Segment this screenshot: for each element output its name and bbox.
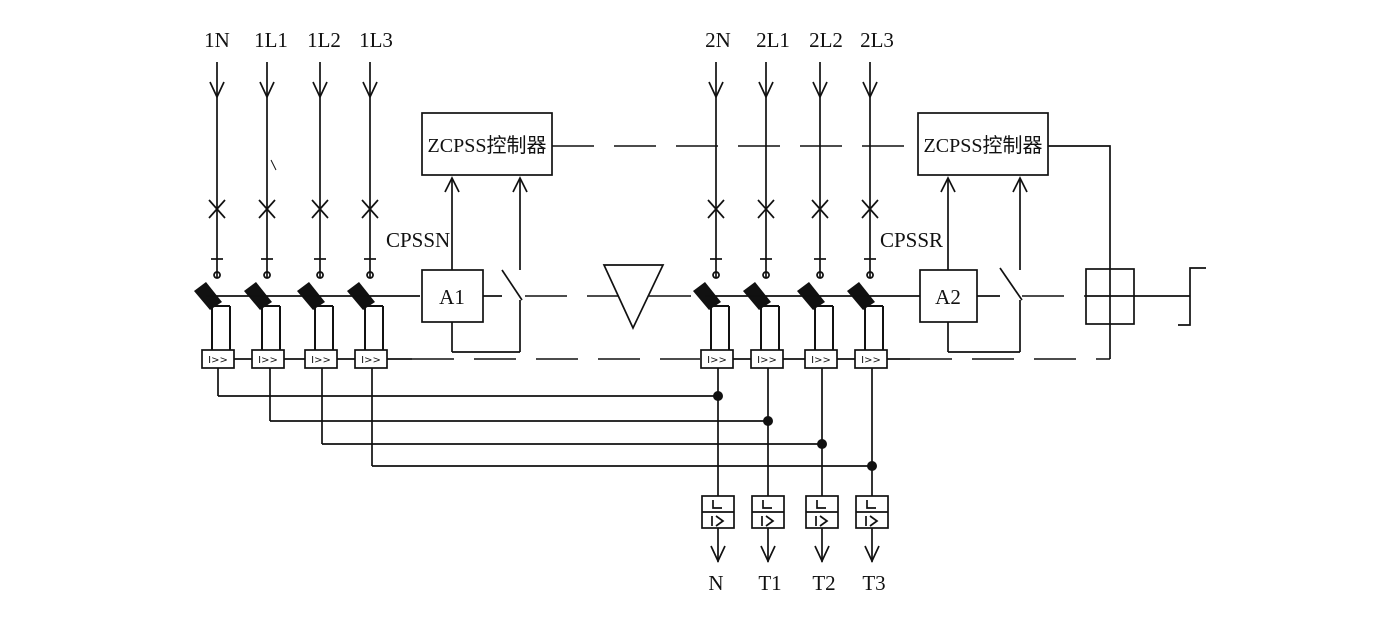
label-1n: 1N (204, 28, 230, 52)
label-2n: 2N (705, 28, 731, 52)
relay-symbol-3: I>> (311, 355, 331, 366)
relay-symbol-7: I>> (811, 355, 831, 366)
label-out-n: N (708, 571, 723, 595)
controller-2-return (1048, 145, 1111, 359)
controller-1-box (421, 112, 553, 176)
relays-group-1 (201, 349, 412, 369)
signal-label-cpssn: CPSSN (386, 228, 450, 252)
relay-symbol-1: I>> (208, 355, 228, 366)
label-out-t2: T2 (812, 571, 835, 595)
relays-group-2 (700, 349, 910, 369)
terminal-bracket (1178, 267, 1206, 326)
relay-symbol-5: I>> (707, 355, 727, 366)
label-2l1: 2L1 (756, 28, 790, 52)
relay-symbol-6: I>> (757, 355, 777, 366)
relay-symbol-4: I>> (361, 355, 381, 366)
feeders-group-1 (208, 62, 379, 279)
breakers-group-1 (194, 282, 420, 350)
label-1l3: 1L3 (359, 28, 393, 52)
bus-lines (217, 368, 877, 496)
label-out-t1: T1 (758, 571, 781, 595)
output-relays (701, 495, 889, 564)
actuator-a2-box (919, 269, 978, 323)
label-out-t3: T3 (862, 571, 885, 595)
actuator-a2-label: A2 (935, 285, 961, 309)
relay-symbol-2: I>> (258, 355, 278, 366)
controller-2-box (917, 112, 1049, 176)
label-2l2: 2L2 (809, 28, 843, 52)
controller-1-label: ZCPSS控制器 (428, 134, 547, 157)
triangle-symbol (602, 264, 665, 331)
controller-2-label: ZCPSS控制器 (924, 134, 1043, 157)
signal-label-cpssr: CPSSR (880, 228, 943, 252)
label-1l1: 1L1 (254, 28, 288, 52)
breakers-group-2 (693, 282, 920, 350)
stray-mark (270, 159, 277, 171)
relay-symbol-8: I>> (861, 355, 881, 366)
feeders-group-2 (707, 62, 879, 279)
actuator-a1-label: A1 (439, 285, 465, 309)
label-2l3: 2L3 (860, 28, 894, 52)
label-1l2: 1L2 (307, 28, 341, 52)
